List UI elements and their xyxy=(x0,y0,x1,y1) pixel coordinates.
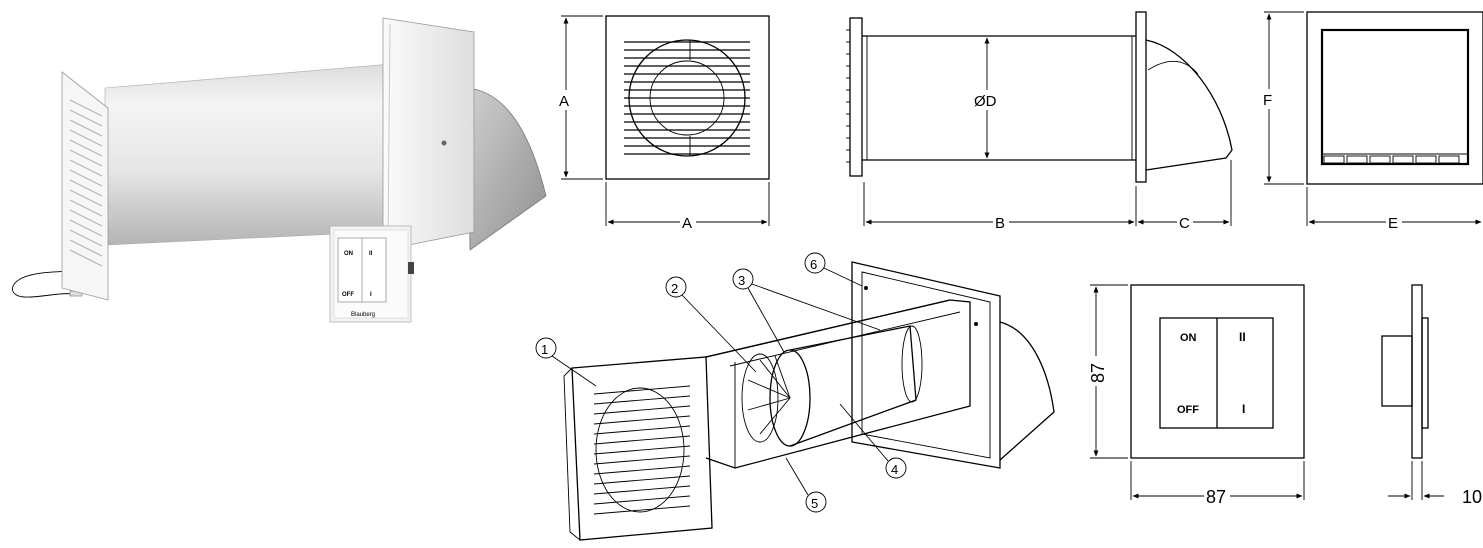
photo-switch-on-label: ON xyxy=(344,251,353,257)
photo-switch-speed-low: I xyxy=(370,292,372,298)
dim-outer-width: E xyxy=(1388,215,1398,232)
grille-outline xyxy=(605,15,770,180)
photo-switch-off-label: OFF xyxy=(342,292,354,298)
dim-hood-depth: C xyxy=(1179,215,1190,232)
switch-speed-high-label: II xyxy=(1239,330,1246,344)
front-view-drawing: A A xyxy=(557,15,770,232)
rear-view-drawing: F E xyxy=(1261,11,1483,232)
svg-text:4: 4 xyxy=(891,462,898,477)
power-cable xyxy=(12,269,99,298)
exploded-assembly-drawing: 1 2 3 4 5 6 xyxy=(535,252,1055,541)
dim-switch-width: 87 xyxy=(1206,487,1226,507)
wall-switch-photo: ON OFF II I Blauberg xyxy=(329,225,414,323)
dim-outer-height: F xyxy=(1263,92,1272,109)
product-photo: ON OFF II I Blauberg xyxy=(12,17,547,323)
photo-switch-brand: Blauberg xyxy=(351,312,375,318)
svg-text:2: 2 xyxy=(671,281,678,296)
callout-5: 5 xyxy=(785,457,827,513)
svg-text:5: 5 xyxy=(811,496,818,511)
callout-1: 1 xyxy=(535,337,597,387)
dim-grille-width: A xyxy=(682,215,692,232)
callout-2: 2 xyxy=(665,276,757,373)
svg-text:3: 3 xyxy=(738,273,745,288)
switch-speed-low-label: I xyxy=(1242,402,1245,416)
photo-switch-speed-high: II xyxy=(369,251,373,257)
callout-3: 3 xyxy=(732,268,881,353)
grille-slats-photo xyxy=(69,99,103,267)
switch-off-label: OFF xyxy=(1177,404,1199,416)
switch-on-label: ON xyxy=(1180,332,1197,344)
callout-4: 4 xyxy=(839,403,907,479)
hood-outline xyxy=(1145,39,1233,171)
dim-grille-height: A xyxy=(559,93,569,110)
svg-text:6: 6 xyxy=(810,257,817,272)
dim-switch-depth: 10 xyxy=(1462,487,1482,507)
switch-front-drawing: ON OFF II I 87 87 xyxy=(1086,284,1305,508)
dim-diameter: ØD xyxy=(974,93,997,110)
rear-plate-photo xyxy=(382,17,475,251)
callout-6: 6 xyxy=(804,252,863,287)
dim-switch-height: 87 xyxy=(1088,363,1108,383)
switch-side-drawing: 10 xyxy=(1381,284,1482,507)
outer-hood-photo xyxy=(467,87,547,251)
svg-text:1: 1 xyxy=(541,342,548,357)
dim-duct-length: B xyxy=(995,215,1005,232)
grille-slats xyxy=(624,41,750,155)
side-view-drawing: ØD B C xyxy=(846,11,1233,232)
